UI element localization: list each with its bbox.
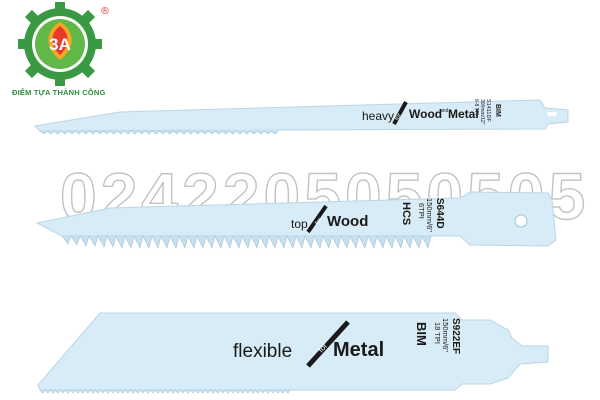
blade-word1: heavy: [362, 109, 394, 123]
blade-for: for: [314, 217, 323, 226]
blade-code: S644D: [434, 198, 445, 229]
blade-teeth: [39, 389, 291, 394]
blade-word2: Wood: [409, 107, 442, 121]
leaf-icon: [48, 22, 72, 60]
blade-size: 300mm/12": [479, 99, 485, 125]
blade-word1: top: [291, 217, 308, 231]
logo-mark: 3A: [49, 35, 71, 54]
blade-tpi: 18 TPI: [433, 322, 442, 344]
blade-tpi: 6TPI: [417, 203, 426, 219]
blade-material: HCS: [400, 202, 412, 225]
blade-material: BIM: [494, 104, 501, 117]
mounting-hole: [514, 214, 528, 228]
blade-body: [33, 99, 569, 132]
mounting-hole: [547, 112, 557, 116]
company-logo: 3A ®: [18, 2, 110, 86]
blade-slash: [306, 320, 350, 368]
blade-word2: Wood: [327, 213, 368, 230]
blade-code: S922EF: [450, 318, 461, 354]
logo-tagline: ĐIỂM TỰA THÀNH CÔNG: [12, 88, 106, 97]
blade-slash: [392, 101, 408, 125]
registered-mark: ®: [100, 6, 110, 17]
blade-word3: Metal: [448, 107, 479, 121]
blade-body: [37, 312, 549, 391]
blade-slash: [306, 204, 328, 234]
blade-size: 150mm/6": [425, 198, 434, 232]
blade-word2: Metal: [333, 339, 384, 361]
blade-material: BIM: [414, 322, 429, 346]
blade-size: 150mm/6": [441, 318, 450, 352]
blade-and: and: [440, 108, 449, 114]
blade-teeth: [39, 130, 279, 135]
blade-tpi: 6-8 TPI: [473, 99, 479, 115]
blade-for: for: [394, 113, 403, 122]
blade-code: S1411DF: [485, 99, 491, 122]
blade-teeth: [61, 235, 432, 249]
blade-word1: flexible: [233, 341, 292, 362]
